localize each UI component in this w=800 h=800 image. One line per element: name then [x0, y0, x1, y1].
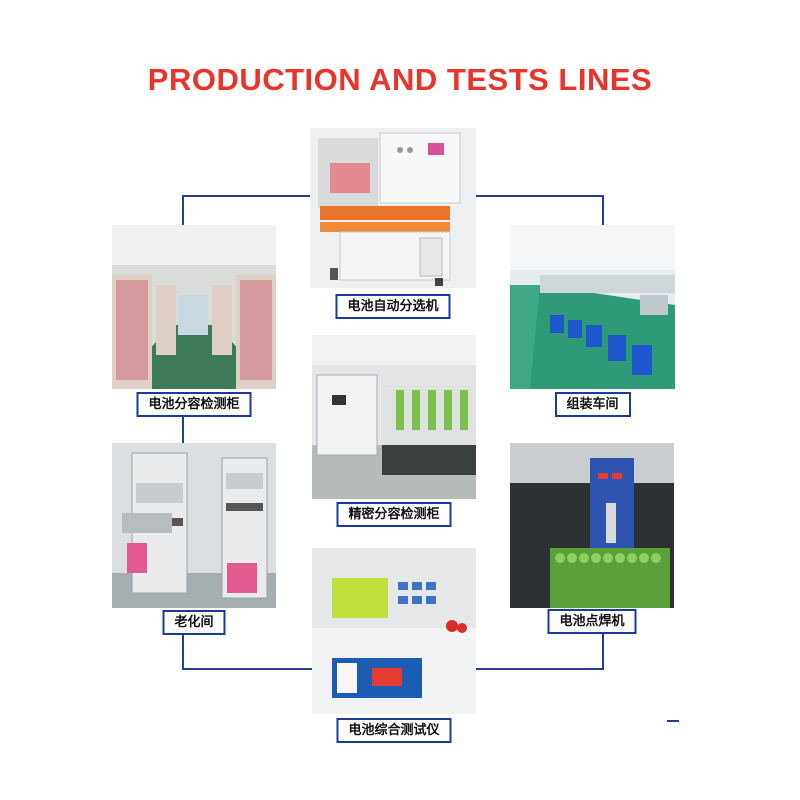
caption-sorting-machine: 电池自动分选机: [335, 294, 451, 319]
page-title: PRODUCTION AND TESTS LINES: [147, 62, 653, 97]
photo-aging-room: [112, 443, 276, 608]
connector-wire: [602, 195, 604, 225]
caption-precision-cabinet: 精密分容检测柜: [336, 502, 452, 527]
photo-sorting-machine: [310, 128, 476, 288]
connector-wire: [182, 195, 310, 197]
caption-aging-room: 老化间: [162, 610, 226, 635]
caption-battery-tester: 电池综合测试仪: [336, 718, 452, 743]
connector-wire: [474, 195, 604, 197]
photo-capacity-cabinet: [112, 225, 276, 389]
panel-capacity-cabinet: 电池分容检测柜: [112, 225, 276, 417]
connector-wire: [182, 413, 184, 445]
panel-precision-cabinet: 精密分容检测柜: [312, 335, 476, 527]
panel-spot-welder: 电池点焊机: [510, 443, 674, 634]
caption-capacity-cabinet: 电池分容检测柜: [136, 392, 252, 417]
panel-battery-tester: 电池综合测试仪: [312, 548, 476, 743]
connector-wire: [182, 195, 184, 225]
connector-wire: [602, 630, 604, 670]
panel-assembly-workshop: 组装车间: [510, 225, 675, 417]
photo-spot-welder: [510, 443, 674, 608]
photo-battery-tester: [312, 548, 476, 714]
connector-wire: [182, 668, 312, 670]
panel-aging-room: 老化间: [112, 443, 276, 635]
photo-assembly-workshop: [510, 225, 675, 389]
dash-mark: [667, 720, 679, 722]
caption-spot-welder: 电池点焊机: [547, 609, 637, 634]
photo-precision-cabinet: [312, 335, 476, 499]
panel-sorting-machine: 电池自动分选机: [310, 128, 476, 319]
caption-assembly-workshop: 组装车间: [554, 392, 631, 417]
connector-wire: [182, 630, 184, 670]
connector-wire: [476, 668, 604, 670]
